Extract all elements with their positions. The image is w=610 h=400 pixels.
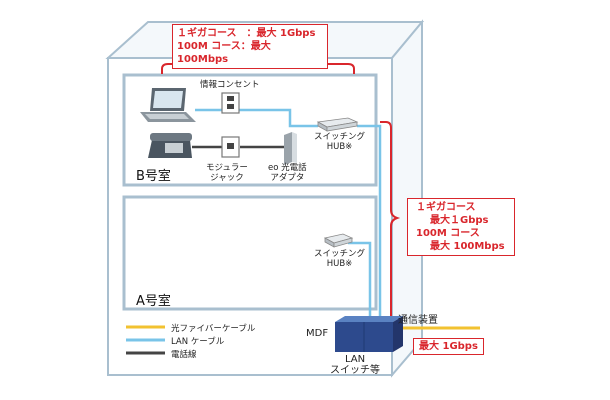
lan-cable-hub-b: [357, 124, 382, 318]
hub-a-label-2: HUB※: [326, 259, 353, 269]
telephone-icon: [148, 133, 192, 158]
eo-adapter-label: eo 光電話 アダプタ: [268, 163, 307, 183]
hub-a-label-1: スイッチング: [314, 249, 366, 259]
modular-jack-icon: [221, 136, 240, 158]
hub-a-icon: [323, 233, 354, 248]
lan-switch-label-1: LAN: [344, 354, 366, 365]
modular-jack-label-1: モジュラー: [206, 163, 248, 173]
modular-jack-label-2: ジャック: [210, 173, 244, 183]
lan-switch-label: LAN スイッチ等: [330, 354, 380, 376]
mdf-label: MDF: [306, 328, 329, 339]
top-speed-label: １ギガコース ：最大 1Gbps 100M コース：最大 100Mbps: [172, 24, 328, 69]
info-outlet-label: 情報コンセント: [200, 80, 260, 90]
side-speed-line-1: １ギガコース: [416, 202, 476, 213]
side-speed-line-4: 最大 100Mbps: [430, 241, 505, 252]
side-speed-line-3: 100M コース: [416, 228, 480, 239]
side-speed-label: １ギガコース 最大１Gbps 100M コース 最大 100Mbps: [407, 198, 515, 256]
room-b-label: B号室: [136, 169, 171, 184]
lan-switch-icon: [335, 316, 403, 352]
top-speed-line-2: 100M コース：最大 100Mbps: [177, 41, 271, 65]
hub-a-label: スイッチング HUB※: [314, 249, 365, 269]
legend-phone-label: 電話線: [171, 350, 197, 360]
lan-cable-hub-a: [348, 241, 372, 318]
eo-adapter-label-2: アダプタ: [270, 173, 305, 183]
legend-lan-label: LAN ケーブル: [171, 337, 225, 347]
eo-adapter-label-1: eo 光電話: [268, 163, 307, 173]
top-speed-line-1: １ギガコース ：最大 1Gbps: [177, 28, 316, 39]
laptop-icon: [140, 88, 196, 122]
eo-adapter-icon: [284, 132, 297, 165]
info-outlet-icon: [221, 92, 240, 114]
room-a-box: [122, 195, 378, 311]
room-a-label: A号室: [136, 294, 171, 309]
side-speed-line-2: 最大１Gbps: [430, 215, 489, 226]
hub-b-label-2: HUB※: [326, 142, 353, 152]
modular-jack-label: モジュラー ジャック: [206, 163, 248, 183]
max-1g-label: 最大 1Gbps: [413, 338, 484, 355]
hub-b-icon: [316, 117, 359, 132]
hub-b-label-1: スイッチング: [314, 132, 366, 142]
legend-fiber-label: 光ファイバーケーブル: [171, 324, 256, 334]
hub-b-label: スイッチング HUB※: [314, 132, 365, 152]
comm-device-label: 通信装置: [398, 315, 438, 326]
lan-cables: [195, 108, 382, 318]
lan-cable-pc: [195, 108, 318, 128]
lan-switch-label-2: スイッチ等: [330, 365, 380, 376]
